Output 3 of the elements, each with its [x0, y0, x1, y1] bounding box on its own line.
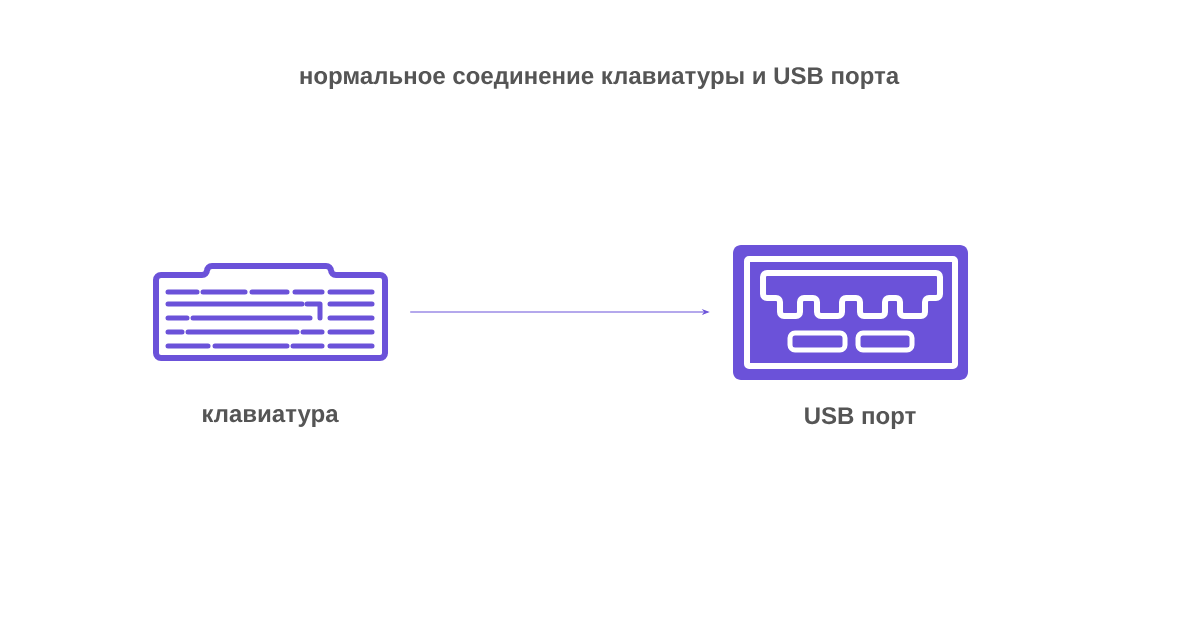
- title: нормальное соединение клавиатуры и USB порта: [300, 67, 900, 89]
- node-label: клавиатура: [203, 409, 339, 427]
- node-label: USB порт: [805, 407, 916, 429]
